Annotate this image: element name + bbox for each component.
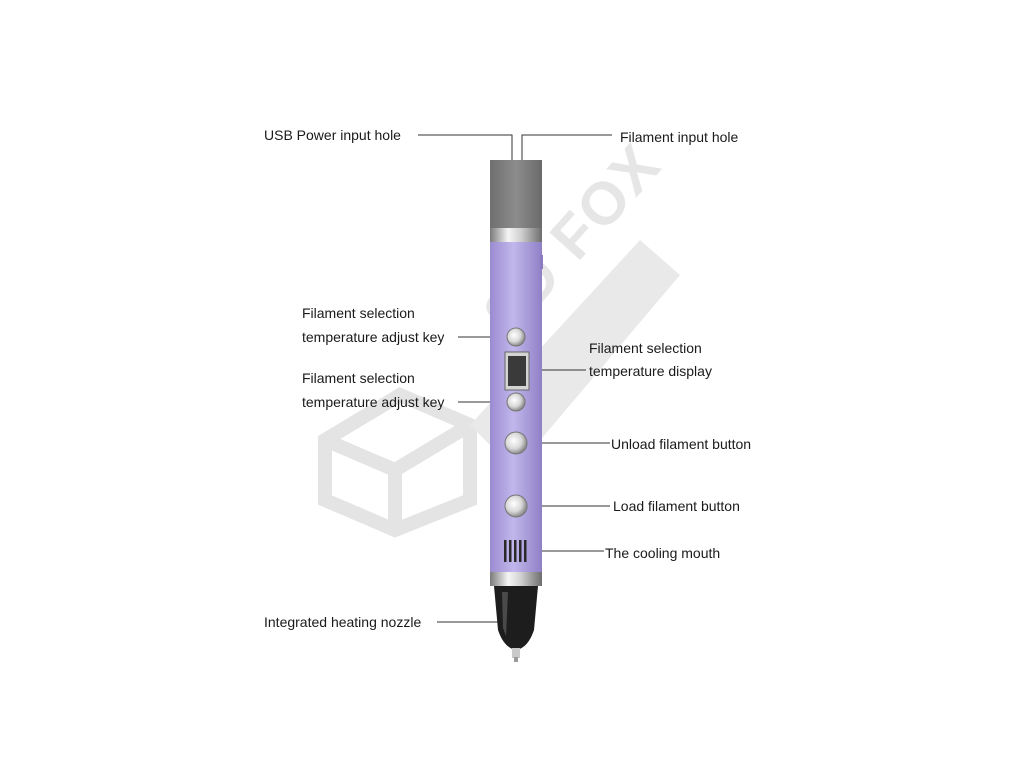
- leader-usb-power: [418, 134, 513, 160]
- label-display-line1: Filament selection: [589, 340, 702, 356]
- label-key-bottom-line2: temperature adjust key: [302, 394, 445, 410]
- label-key-bottom-line1: Filament selection: [302, 370, 415, 386]
- leader-filament-input: [521, 134, 612, 160]
- label-key-top-line2: temperature adjust key: [302, 329, 445, 345]
- label-load: Load filament button: [613, 498, 740, 514]
- adjust-key-top: [506, 327, 526, 347]
- unload-button: [504, 431, 528, 455]
- pen-top-ring: [490, 228, 542, 242]
- pen-cap: [490, 160, 542, 228]
- pen-bottom-ring: [490, 572, 542, 586]
- label-usb-power: USB Power input hole: [264, 127, 401, 143]
- cooling-vents: [504, 540, 527, 562]
- load-button: [504, 494, 528, 518]
- label-display-line2: temperature display: [589, 363, 712, 379]
- label-filament-input: Filament input hole: [620, 129, 739, 145]
- nozzle-tip: [512, 648, 520, 658]
- adjust-key-bottom: [506, 392, 526, 412]
- label-nozzle: Integrated heating nozzle: [264, 614, 422, 630]
- label-cooling: The cooling mouth: [605, 545, 721, 561]
- label-unload: Unload filament button: [611, 436, 752, 452]
- nozzle-housing: [494, 586, 538, 650]
- label-key-top-line1: Filament selection: [302, 305, 415, 321]
